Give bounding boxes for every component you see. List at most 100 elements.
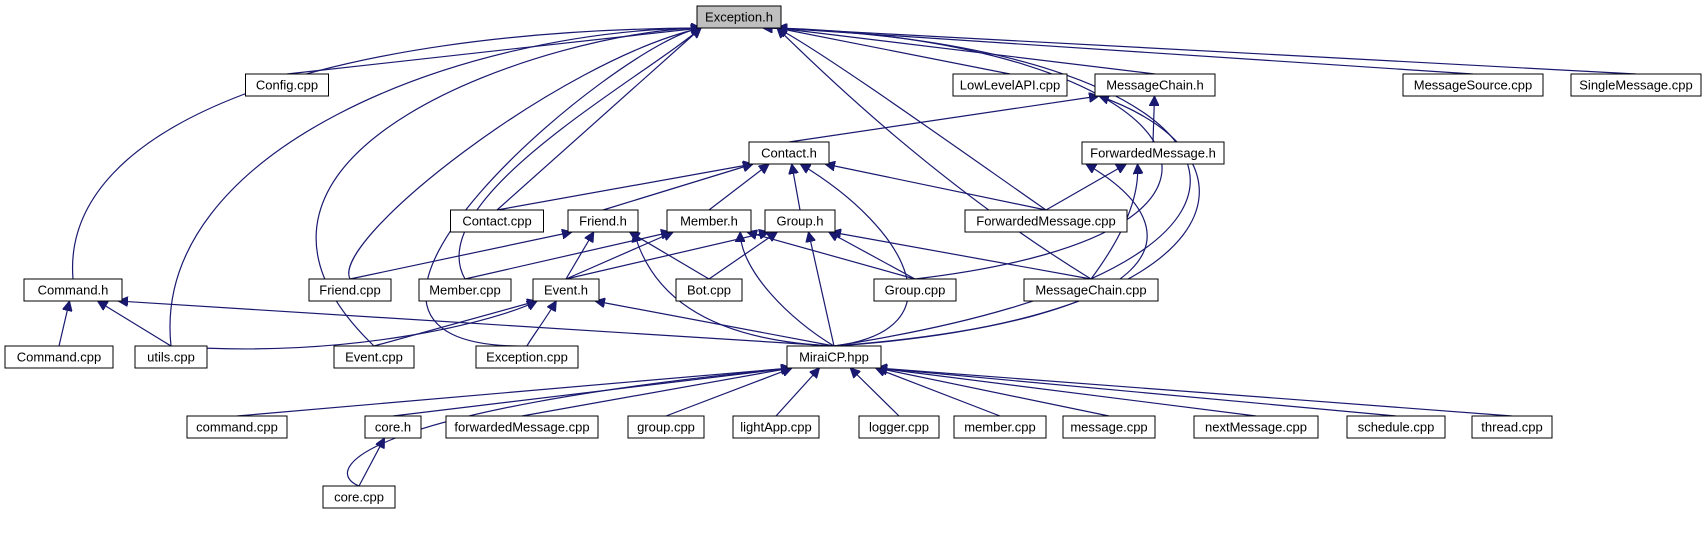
node-box (1094, 73, 1216, 97)
node-group-lc-cpp[interactable]: group.cpp (627, 415, 705, 439)
node-messagechain-h[interactable]: MessageChain.h (1094, 73, 1216, 97)
node-box (858, 415, 940, 439)
node-box (952, 73, 1068, 97)
node-messagechain-cpp[interactable]: MessageChain.cpp (1023, 278, 1159, 302)
node-thread-cpp[interactable]: thread.cpp (1471, 415, 1553, 439)
edge-group_h-to-contact_h (792, 164, 801, 211)
node-label: nextMessage.cpp (1205, 420, 1307, 435)
node-command-h[interactable]: Command.h (23, 278, 123, 302)
node-messagesource-cpp[interactable]: MessageSource.cpp (1402, 73, 1544, 97)
node-label: Event.cpp (345, 350, 403, 365)
edge-group_cpp-to-exception_h (777, 28, 1163, 280)
node-box (627, 415, 705, 439)
node-friend-cpp[interactable]: Friend.cpp (308, 278, 392, 302)
edge-bot_cpp-to-group_h (708, 232, 777, 280)
node-label: Group.h (777, 214, 824, 229)
node-nextmessage-cpp[interactable]: nextMessage.cpp (1193, 415, 1319, 439)
edge-lowlevelapi_cpp-to-exception_h (777, 28, 1011, 75)
node-forwardedmessage-h[interactable]: ForwardedMessage.h (1081, 141, 1225, 165)
node-box (666, 209, 752, 233)
edge-member_h-to-contact_h (708, 164, 769, 211)
node-member-lc-cpp[interactable]: member.cpp (953, 415, 1047, 439)
edge-miraicp_hpp-to-contact_h (800, 164, 909, 347)
node-label: SingleMessage.cpp (1579, 78, 1692, 93)
node-member-h[interactable]: Member.h (666, 209, 752, 233)
node-message-cpp[interactable]: message.cpp (1062, 415, 1156, 439)
edge-member_cpp-to-exception_h (458, 28, 701, 280)
node-label: Command.cpp (17, 350, 102, 365)
node-box (4, 345, 114, 369)
node-label: forwardedMessage.cpp (454, 420, 589, 435)
edge-message_cpp-to-miraicp_hpp (877, 368, 1110, 417)
node-group-cpp[interactable]: Group.cpp (873, 278, 957, 302)
node-utils-cpp[interactable]: utils.cpp (134, 345, 208, 369)
edge-command_h-to-exception_h (72, 28, 701, 280)
node-label: member.cpp (964, 420, 1036, 435)
node-lightapp-cpp[interactable]: lightApp.cpp (732, 415, 820, 439)
node-label: lightApp.cpp (740, 420, 812, 435)
edge-command_cpp-to-command_h (58, 301, 70, 347)
node-label: thread.cpp (1481, 420, 1542, 435)
node-box (475, 345, 579, 369)
edge-friend_cpp-to-friend_h (349, 232, 572, 280)
node-box (786, 345, 882, 369)
node-member-cpp[interactable]: Member.cpp (418, 278, 512, 302)
node-contact-h[interactable]: Contact.h (748, 141, 830, 165)
node-box (764, 209, 836, 233)
node-label: MessageSource.cpp (1414, 78, 1533, 93)
edge-config_cpp-to-exception_h (286, 28, 701, 75)
node-core-h[interactable]: core.h (364, 415, 422, 439)
edge-messagesource_cpp-to-exception_h (777, 28, 1474, 75)
edge-event_cpp-to-exception_h (315, 28, 701, 347)
node-event-cpp[interactable]: Event.cpp (333, 345, 415, 369)
node-box (532, 278, 600, 302)
edge-event_h-to-group_h (565, 232, 769, 280)
node-friend-h[interactable]: Friend.h (567, 209, 639, 233)
node-exception-cpp[interactable]: Exception.cpp (475, 345, 579, 369)
node-box (1346, 415, 1446, 439)
node-forwardedmessage-lc-cpp[interactable]: forwardedMessage.cpp (445, 415, 599, 439)
edge-forwardedmessage_cpp-to-contact_h (825, 164, 1047, 211)
node-bot-cpp[interactable]: Bot.cpp (675, 278, 743, 302)
node-logger-cpp[interactable]: logger.cpp (858, 415, 940, 439)
node-label: Bot.cpp (687, 283, 731, 298)
edge-nextmessage_cpp-to-miraicp_hpp (877, 368, 1257, 417)
edge-event_h-to-friend_h (565, 232, 594, 280)
node-config-cpp[interactable]: Config.cpp (245, 73, 329, 97)
node-forwardedmessage-cpp[interactable]: ForwardedMessage.cpp (964, 209, 1128, 233)
node-command-lc-cpp[interactable]: command.cpp (186, 415, 288, 439)
node-singlemessage-cpp[interactable]: SingleMessage.cpp (1570, 73, 1702, 97)
node-label: Exception.h (705, 10, 773, 25)
node-label: schedule.cpp (1358, 420, 1435, 435)
node-label: core.h (375, 420, 411, 435)
node-label: command.cpp (196, 420, 278, 435)
node-label: ForwardedMessage.cpp (976, 214, 1115, 229)
edge-miraicp_hpp-to-forwardedmessage_h (833, 164, 1148, 347)
node-label: message.cpp (1070, 420, 1147, 435)
node-label: Member.cpp (429, 283, 501, 298)
node-schedule-cpp[interactable]: schedule.cpp (1346, 415, 1446, 439)
node-group-h[interactable]: Group.h (764, 209, 836, 233)
edge-utils_cpp-to-command_h (98, 301, 172, 347)
node-core-cpp[interactable]: core.cpp (322, 485, 396, 509)
edge-logger_cpp-to-miraicp_hpp (850, 368, 900, 417)
edge-utils_cpp-to-exception_h (169, 28, 701, 347)
node-box (186, 415, 288, 439)
node-contact-cpp[interactable]: Contact.cpp (450, 209, 544, 233)
node-command-cpp[interactable]: Command.cpp (4, 345, 114, 369)
node-label: Event.h (544, 283, 588, 298)
node-label: Friend.cpp (319, 283, 380, 298)
edge-forwardedmessage_h-to-messagechain_h (1153, 96, 1155, 143)
node-exception-h[interactable]: Exception.h (696, 5, 782, 29)
edge-messagechain_cpp-to-exception_h (777, 28, 1092, 280)
edge-exception_cpp-to-event_h (526, 301, 556, 347)
node-box (245, 73, 329, 97)
node-miraicp-hpp[interactable]: MiraiCP.hpp (786, 345, 882, 369)
node-lowlevelapi-cpp[interactable]: LowLevelAPI.cpp (952, 73, 1068, 97)
edge-event_cpp-to-event_h (373, 301, 537, 347)
node-event-h[interactable]: Event.h (532, 278, 600, 302)
node-box (1570, 73, 1702, 97)
edge-messagechain_h-to-exception_h (777, 28, 1156, 75)
